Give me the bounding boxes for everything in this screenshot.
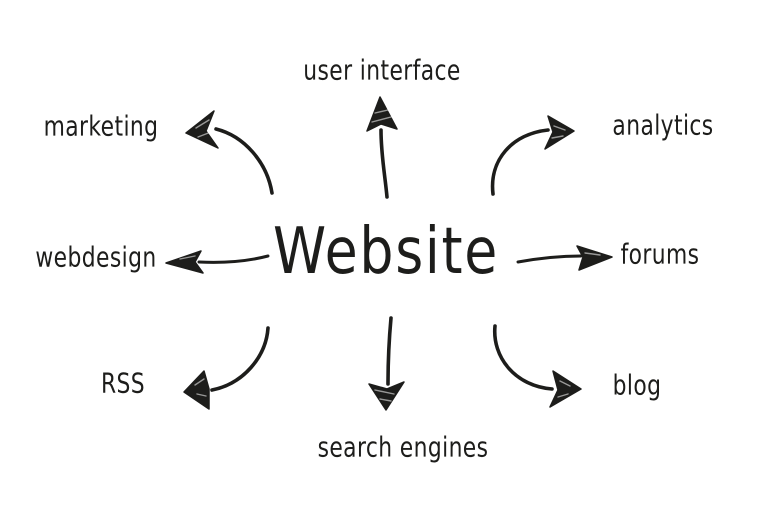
center-node-website: Website [272,215,500,289]
node-marketing: marketing [43,109,159,143]
node-search-engines: search engines [317,430,489,464]
arrow-rss-icon [183,326,270,410]
node-webdesign: webdesign [35,240,157,274]
arrow-search-engines-icon [368,316,405,411]
node-blog: blog [612,368,662,402]
node-analytics: analytics [612,108,714,142]
arrow-user-interface-icon [366,96,398,199]
node-rss: RSS [100,366,146,400]
arrow-webdesign-icon [165,250,270,274]
node-forums: forums [620,237,700,271]
arrow-forums-icon [516,245,613,271]
arrow-blog-icon [493,324,582,408]
arrow-analytics-icon [490,115,575,196]
node-user-interface: user interface [303,53,461,87]
arrow-marketing-icon [185,110,274,195]
